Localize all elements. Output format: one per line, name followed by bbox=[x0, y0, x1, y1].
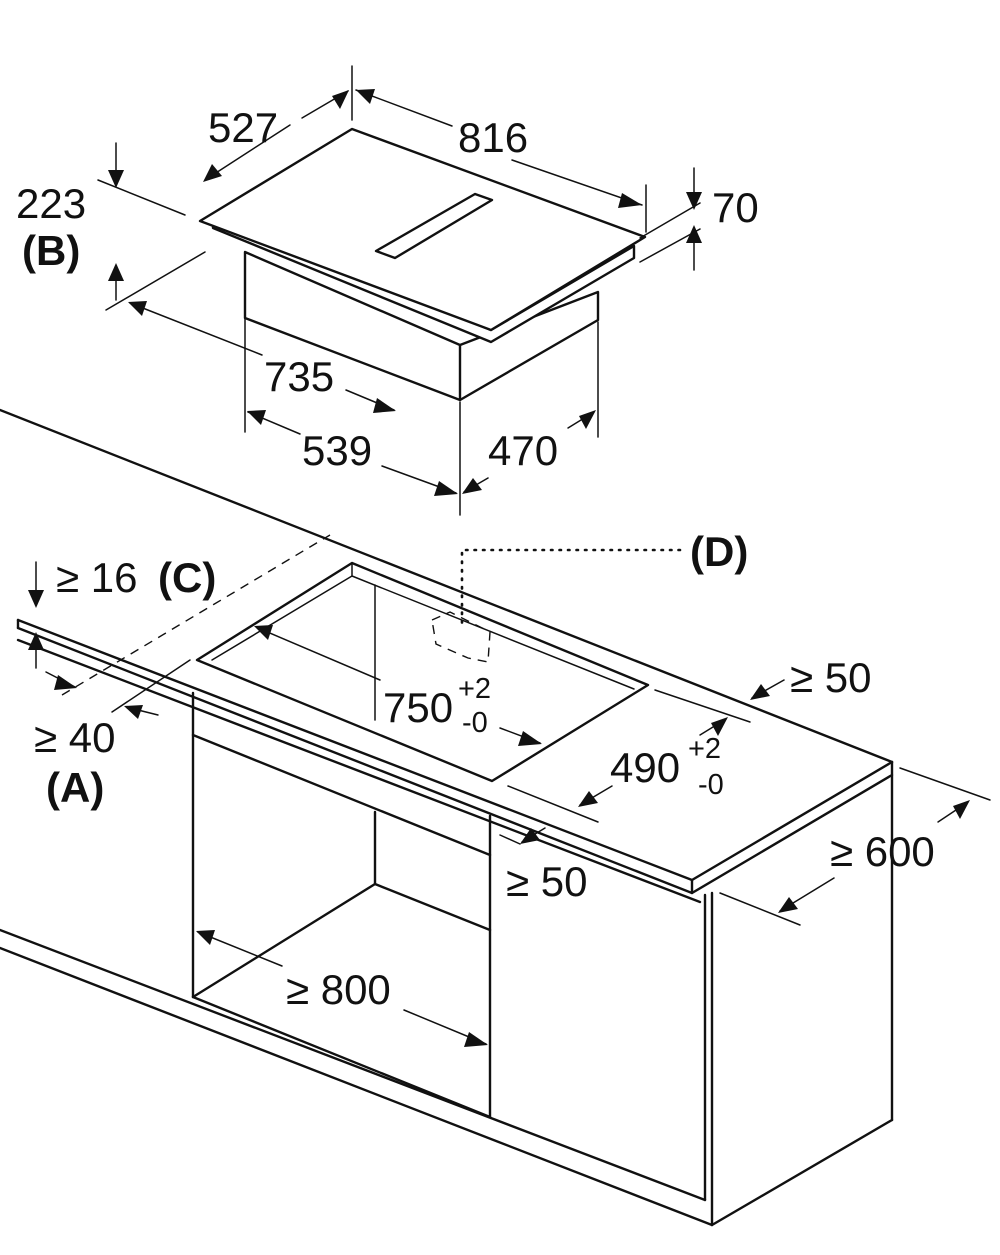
dim-worktop-600: ≥ 600 bbox=[830, 828, 935, 875]
hob-drawing: 527 816 223 (B) 70 735 539 470 bbox=[16, 65, 759, 516]
svg-text:490: 490 bbox=[610, 744, 680, 791]
dim-539: 539 bbox=[302, 427, 372, 474]
svg-text:+2: +2 bbox=[688, 733, 721, 765]
connection-box-d bbox=[431, 611, 491, 663]
svg-text:-0: -0 bbox=[698, 769, 724, 801]
svg-text:750: 750 bbox=[383, 684, 453, 731]
dim-clearance-16: ≥ 16 bbox=[56, 554, 137, 601]
dim-clearance-40: ≥ 40 bbox=[34, 714, 115, 761]
dim-cutout-750: 750 +2 -0 bbox=[383, 673, 491, 739]
dim-223: 223 bbox=[16, 180, 86, 227]
dim-cabinet-800: ≥ 800 bbox=[286, 966, 391, 1013]
dim-735: 735 bbox=[264, 353, 334, 400]
dim-816: 816 bbox=[458, 114, 528, 161]
hob-vent-slot bbox=[374, 192, 494, 260]
worktop-cutout bbox=[195, 561, 650, 783]
dim-70: 70 bbox=[712, 184, 759, 231]
dim-cutout-490: 490 +2 -0 bbox=[610, 733, 724, 801]
dim-470: 470 bbox=[488, 427, 558, 474]
worktop-drawing: ≥ 16 (C) ≥ 40 (A) (D) ≥ 50 750 +2 -0 490… bbox=[0, 408, 991, 1227]
svg-text:+2: +2 bbox=[458, 673, 491, 705]
dim-527: 527 bbox=[208, 104, 278, 151]
dim-side-clearance-50: ≥ 50 bbox=[506, 858, 587, 905]
label-b: (B) bbox=[22, 227, 80, 274]
label-c: (C) bbox=[158, 554, 216, 601]
label-a: (A) bbox=[46, 764, 104, 811]
label-d: (D) bbox=[690, 528, 748, 575]
svg-text:-0: -0 bbox=[462, 707, 488, 739]
dim-rear-clearance-50: ≥ 50 bbox=[790, 654, 871, 701]
